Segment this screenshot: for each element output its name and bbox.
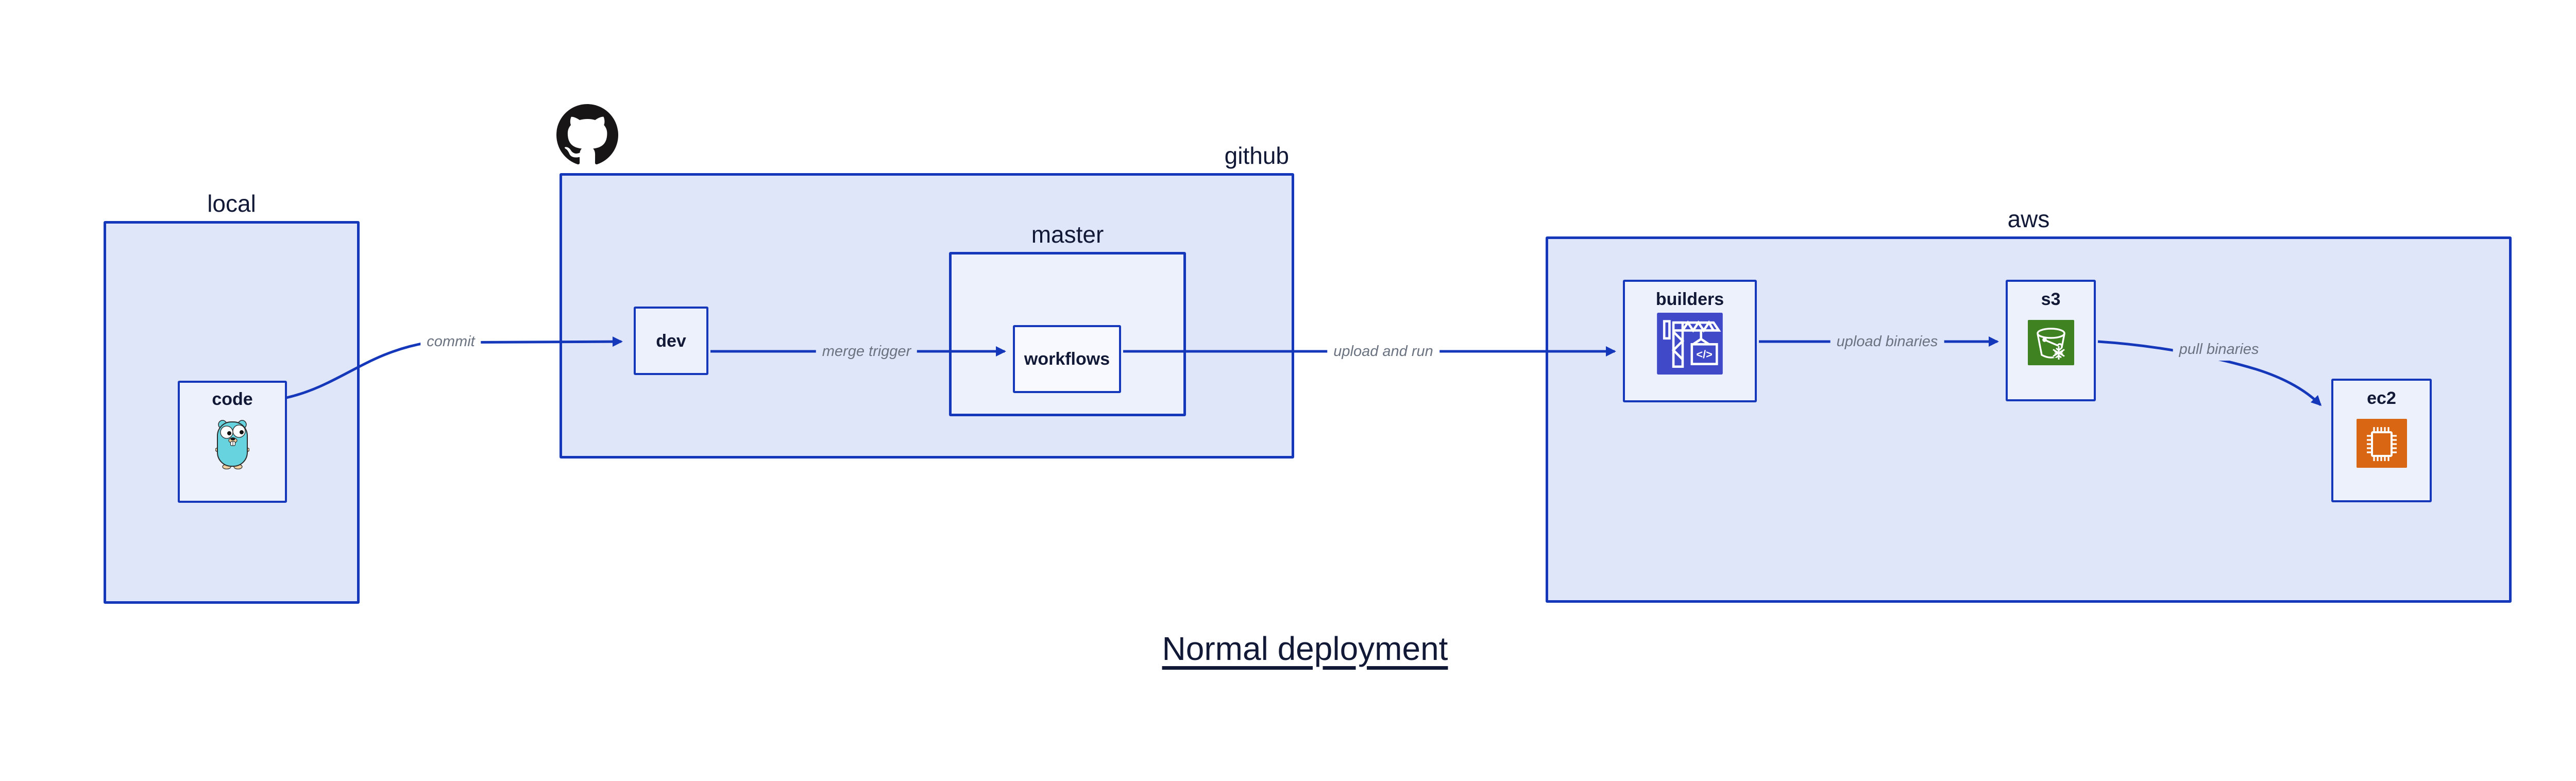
master-label: master: [1031, 221, 1104, 248]
node-ec2: ec2: [2331, 379, 2432, 502]
edge-label-upload-and-run: upload and run: [1327, 340, 1439, 363]
node-code: code: [178, 381, 287, 503]
ec2-label: ec2: [2367, 388, 2396, 408]
ec2-chip-icon: [2356, 419, 2407, 468]
node-workflows: workflows: [1013, 325, 1121, 393]
edge-commit: [286, 336, 623, 399]
s3-label: s3: [2041, 290, 2061, 309]
local-label: local: [207, 190, 256, 217]
edge-label-upload-binaries: upload binaries: [1830, 330, 1944, 353]
svg-text:</>: </>: [1696, 348, 1712, 361]
node-builders: builders </>: [1623, 280, 1757, 402]
s3-glacier-bucket-icon: [2027, 320, 2074, 365]
node-s3: s3: [2006, 280, 2096, 401]
edge-label-merge-trigger: merge trigger: [816, 340, 918, 363]
gopher-icon: [215, 420, 249, 469]
node-dev: dev: [634, 307, 708, 375]
diagram-title: Normal deployment: [1162, 630, 1448, 667]
octocat-icon: [556, 104, 618, 165]
codebuild-crane-icon: </>: [1657, 313, 1723, 375]
edge-label-commit: commit: [420, 330, 481, 353]
github-label: github: [1224, 142, 1289, 169]
edge-pull-binaries: [2097, 340, 2322, 406]
workflows-label: workflows: [1024, 349, 1110, 369]
code-label: code: [212, 389, 253, 409]
aws-label: aws: [2007, 206, 2050, 232]
dev-label: dev: [656, 331, 686, 351]
builders-label: builders: [1655, 290, 1724, 309]
edge-label-pull-binaries: pull binaries: [2173, 338, 2265, 361]
